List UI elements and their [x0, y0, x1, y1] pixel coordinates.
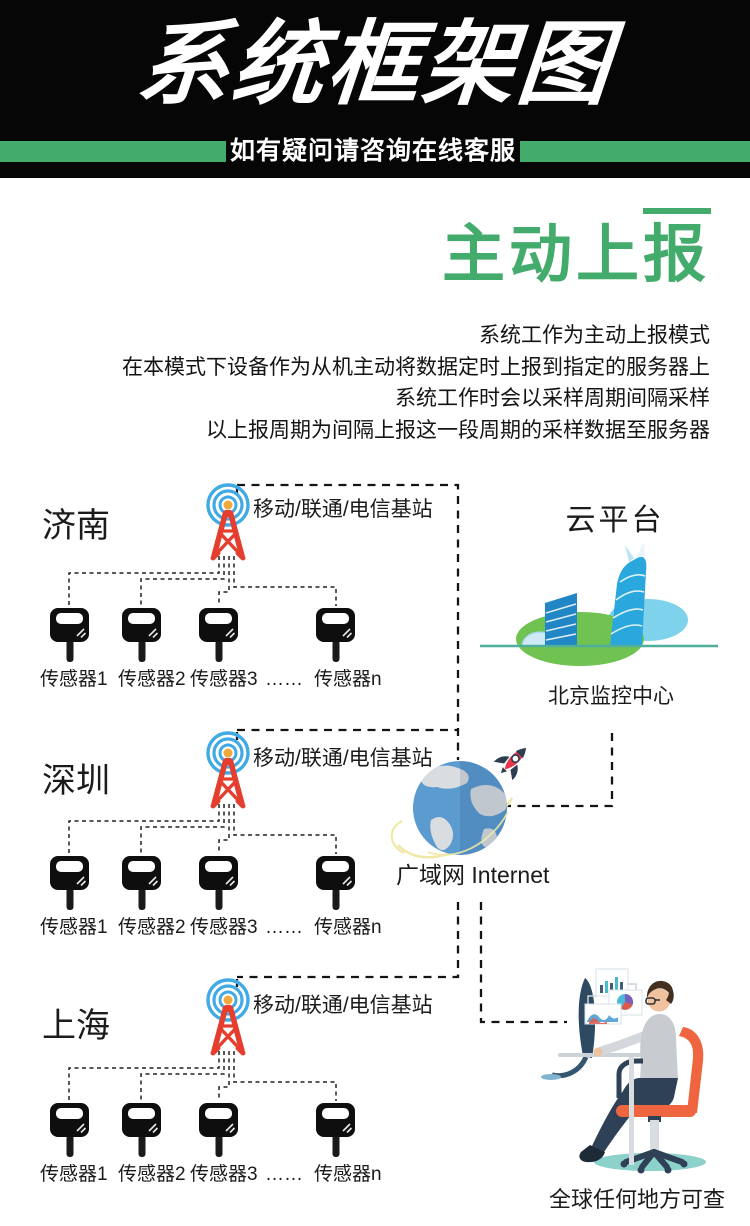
sensor-label: 传感器2 [118, 669, 186, 690]
sensor-labels-jinan: 传感器1 传感器2 传感器3 …… 传感器n [38, 668, 398, 692]
internet-label: 广域网 Internet [393, 861, 553, 889]
station-label-jinan: 移动/联通/电信基站 [253, 498, 433, 521]
ellipsis-label: …… [265, 1164, 303, 1185]
sensor-label: 传感器3 [190, 1164, 258, 1185]
monitoring-center-label: 北京监控中心 [548, 685, 674, 708]
dashboard-charts-icon [584, 968, 643, 1025]
ellipsis-label: …… [265, 917, 303, 938]
sensor-label: 传感器n [314, 917, 382, 938]
sensor-label: 传感器3 [190, 917, 258, 938]
sensor-label: 传感器n [314, 669, 382, 690]
cloud-platform-buildings-icon [480, 542, 718, 666]
section-title: 主动上报 [442, 220, 710, 290]
sensor-label: 传感器3 [190, 669, 258, 690]
city-label-jinan: 济南 [42, 507, 110, 545]
title-overline [643, 208, 711, 214]
sensor-label: 传感器1 [40, 917, 108, 938]
city-label-shenzhen: 深圳 [42, 762, 110, 800]
station-label-shanghai: 移动/联通/电信基站 [253, 994, 433, 1017]
description-line: 以上报周期为间隔上报这一段周期的采样数据至服务器 [206, 418, 710, 442]
cloud-platform-title: 云平台 [565, 504, 665, 537]
header: 系统框架图 如有疑问请咨询在线客服 [0, 0, 750, 178]
description-line: 系统工作为主动上报模式 [479, 324, 710, 347]
sensor-label: 传感器n [314, 1164, 382, 1185]
intro-description: 系统工作为主动上报模式 在本模式下设备作为从机主动将数据定时上报到指定的服务器上… [122, 320, 710, 446]
sensor-label: 传感器1 [40, 1164, 108, 1185]
city-label-shanghai: 上海 [42, 1007, 110, 1045]
description-line: 在本模式下设备作为从机主动将数据定时上报到指定的服务器上 [122, 355, 710, 379]
sensor-label: 传感器2 [118, 917, 186, 938]
sensor-labels-shenzhen: 传感器1 传感器2 传感器3 …… 传感器n [38, 916, 398, 940]
rocket-icon [493, 747, 527, 781]
station-label-shenzhen: 移动/联通/电信基站 [253, 747, 433, 770]
sensor-label: 传感器2 [118, 1164, 186, 1185]
banner-bar-right [520, 141, 750, 162]
header-banner: 如有疑问请咨询在线客服 [0, 137, 750, 165]
person-at-monitor-icon [541, 968, 706, 1174]
ellipsis-label: …… [265, 669, 303, 690]
sensor-labels-shanghai: 传感器1 传感器2 传感器3 …… 传感器n [38, 1163, 398, 1187]
banner-subtitle: 如有疑问请咨询在线客服 [229, 137, 516, 165]
description-line: 系统工作时会以采样周期间隔采样 [395, 387, 710, 410]
viewer-caption: 全球任何地方可查 [549, 1187, 726, 1212]
banner-bar-left [0, 141, 226, 162]
sensor-label: 传感器1 [40, 669, 108, 690]
